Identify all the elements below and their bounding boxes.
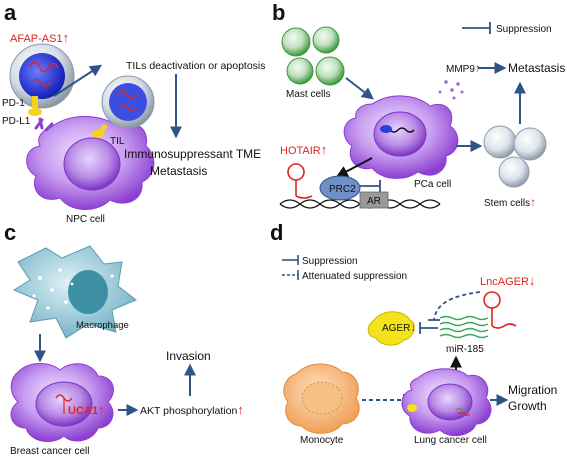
til-receptor-icon	[92, 123, 108, 138]
suppression-legend: Suppression	[462, 22, 552, 35]
legend-attenuated-label: Attenuated suppression	[302, 271, 407, 282]
stem-cells-label: Stem cells↑	[484, 195, 536, 209]
hotair-rna-icon	[287, 163, 313, 199]
pd1-label: PD-1	[2, 98, 25, 109]
pca-cell-label: PCa cell	[414, 179, 451, 190]
lung-cell-receptor-icon	[407, 404, 417, 412]
pca-cell	[343, 95, 459, 179]
panel-d-legend: Suppression Attenuated suppression	[282, 255, 407, 282]
legend-suppression-label: Suppression	[302, 256, 358, 267]
monocyte-label: Monocyte	[300, 435, 344, 446]
mir-185-label: miR-185	[446, 344, 484, 355]
breast-cancer-cell-label: Breast cancer cell	[10, 446, 89, 457]
npc-cell-label: NPC cell	[66, 214, 105, 225]
mmp9-label: MMP9↑	[446, 61, 481, 75]
tme-outcome-line1: Immunosuppressant TME	[124, 147, 261, 161]
til-cell	[101, 75, 155, 129]
akt-phosphorylation-label: AKT phosphorylation↑	[140, 402, 244, 417]
ar-gene: AR	[359, 191, 389, 209]
pd1-receptor-icon	[28, 96, 42, 116]
suppression-legend-label: Suppression	[496, 24, 552, 35]
monocyte	[283, 363, 360, 434]
mmp9-dots	[438, 80, 464, 100]
macrophage-label: Macrophage	[76, 320, 129, 331]
macrophage	[12, 245, 137, 339]
panel-b: b Suppression Mast cells PCa cell	[272, 0, 565, 209]
panel-b-letter: b	[272, 0, 285, 25]
panel-c-letter: c	[4, 220, 16, 245]
mast-cells-label: Mast cells	[286, 89, 330, 100]
metastasis-label: Metastasis	[508, 61, 565, 75]
breast-cancer-cell	[10, 363, 114, 443]
hotair-label: HOTAIR↑	[280, 142, 327, 157]
npc-cell	[26, 116, 155, 210]
mast-cells	[281, 26, 345, 86]
ar-label: AR	[367, 196, 381, 207]
afap-as1-label: AFAP-AS1↑	[10, 30, 69, 45]
lncager-rna-icon	[483, 291, 517, 329]
tme-outcome-line2: Metastasis	[150, 164, 207, 178]
prc2-complex: PRC2	[319, 175, 361, 201]
ager-label: AGER↓	[382, 320, 416, 334]
tils-effect-label: TILs deactivation or apoptosis	[126, 60, 266, 72]
growth-label: Growth	[508, 399, 547, 413]
panel-c: c Macrophage UCA1↑ Breast cancer cell AK…	[4, 220, 244, 457]
migration-label: Migration	[508, 383, 557, 397]
ager-protein: AGER↓	[367, 311, 416, 346]
panel-a-letter: a	[4, 0, 17, 25]
pdl1-label: PD-L1	[2, 116, 31, 127]
prc2-label: PRC2	[329, 184, 356, 195]
upper-npc-cell	[9, 43, 75, 109]
invasion-label: Invasion	[166, 349, 211, 363]
lung-cancer-cell-label: Lung cancer cell	[414, 435, 487, 446]
lung-cancer-cell	[401, 368, 492, 437]
mir-185-strands	[439, 315, 489, 339]
lncager-label: LncAGER↓	[480, 273, 535, 288]
panel-a: a AFAP-AS1↑ PD-1 PD-L1	[2, 0, 266, 225]
panel-d-letter: d	[270, 220, 283, 245]
uca1-label: UCA1↑	[68, 402, 104, 417]
stem-cells	[483, 125, 547, 188]
panel-d: d Suppression Attenuated suppression Lnc…	[270, 220, 557, 446]
til-label: TIL	[110, 136, 125, 147]
